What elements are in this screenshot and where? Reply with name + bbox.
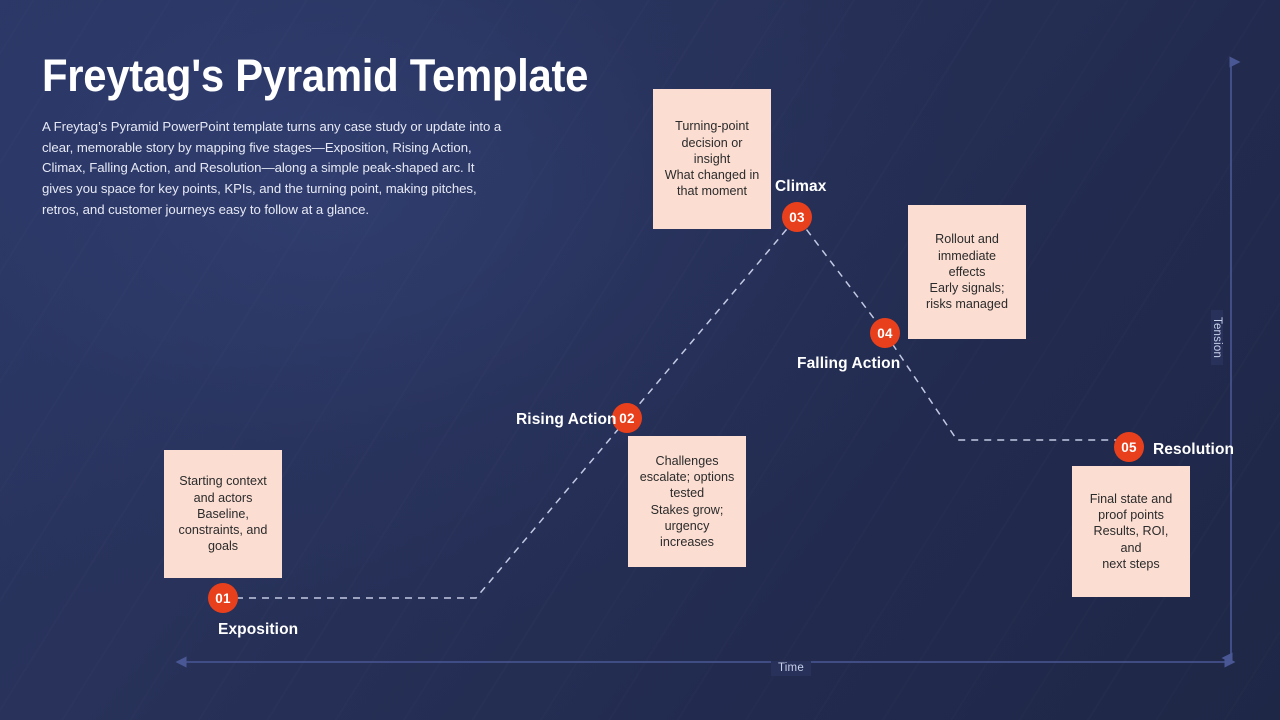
stage-marker-number: 05 <box>1121 439 1137 455</box>
stage-marker-02[interactable]: 02 <box>612 403 642 433</box>
card-line: Stakes grow; <box>650 502 724 517</box>
card-line: escalate; options <box>639 469 735 484</box>
stage-marker-number: 03 <box>789 209 805 225</box>
stage-label-climax: Climax <box>775 178 827 195</box>
card-line: urgency <box>664 518 710 533</box>
card-line: risks managed <box>926 297 1008 312</box>
card-line: Rollout and <box>935 232 999 247</box>
stage-marker-04[interactable]: 04 <box>870 318 900 348</box>
card-line: Starting context <box>179 474 267 489</box>
card-line: decision or <box>681 135 743 150</box>
stage-marker-number: 01 <box>215 590 231 606</box>
card-line: constraints, and <box>178 523 268 538</box>
card-line: insight <box>693 151 731 166</box>
stage-label-rising-action: Rising Action <box>516 411 617 428</box>
card-line: Challenges <box>655 453 719 468</box>
stage-card-resolution[interactable]: Final state and proof points Results, RO… <box>1072 466 1190 597</box>
y-axis-label: Tension <box>1211 310 1223 366</box>
stage-card-climax[interactable]: Turning-point decision or insight What c… <box>653 89 771 229</box>
card-line: that moment <box>677 184 747 199</box>
card-line: Baseline, <box>197 506 249 521</box>
card-line: Turning-point <box>675 119 749 134</box>
stage-card-exposition[interactable]: Starting context and actors Baseline, co… <box>164 450 282 578</box>
card-line: Early signals; <box>929 281 1005 296</box>
card-line: What changed in <box>664 168 760 183</box>
x-axis-label: Time <box>771 661 811 676</box>
stage-label-falling-action: Falling Action <box>797 355 901 372</box>
card-line: increases <box>660 535 714 550</box>
card-line: tested <box>669 486 705 501</box>
card-line: and actors <box>193 490 253 505</box>
page-description: A Freytag’s Pyramid PowerPoint template … <box>42 119 502 217</box>
card-line: Results, ROI, and <box>1093 524 1169 555</box>
card-line: effects <box>948 264 986 279</box>
card-line: next steps <box>1102 556 1160 571</box>
card-line: goals <box>207 539 239 554</box>
stage-card-rising-action[interactable]: Challenges escalate; options tested Stak… <box>628 436 746 567</box>
stage-marker-number: 04 <box>877 325 893 341</box>
stage-label-exposition: Exposition <box>218 621 299 638</box>
card-line: proof points <box>1098 508 1164 523</box>
card-line: Final state and <box>1089 491 1173 506</box>
stage-label-resolution: Resolution <box>1153 441 1235 458</box>
stage-marker-01[interactable]: 01 <box>208 583 238 613</box>
card-line: immediate <box>937 248 997 263</box>
header: Freytag's Pyramid Template A Freytag’s P… <box>42 50 589 220</box>
stage-marker-05[interactable]: 05 <box>1114 432 1144 462</box>
stage-marker-number: 02 <box>619 410 635 426</box>
stage-marker-03[interactable]: 03 <box>782 202 812 232</box>
page-title: Freytag's Pyramid Template <box>42 50 589 101</box>
stage-card-falling-action[interactable]: Rollout and immediate effects Early sign… <box>908 205 1026 339</box>
